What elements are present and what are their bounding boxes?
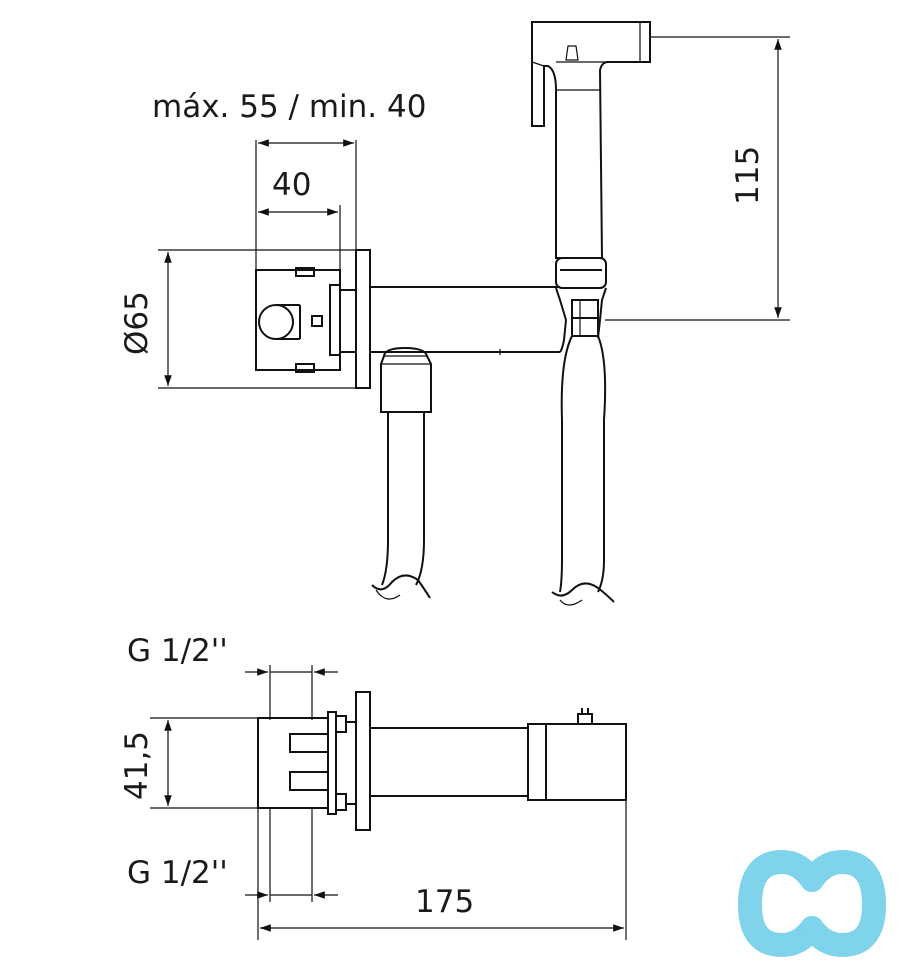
logo-left-loop <box>737 849 824 958</box>
depth-range-dimension: máx. 55 / min. 40 <box>152 89 426 270</box>
box-depth-dimension: 40 <box>258 167 341 290</box>
arm-top <box>370 727 528 797</box>
flange-diameter-dimension: Ø65 <box>119 249 362 389</box>
wall-flange <box>355 249 371 389</box>
concealed-box-top <box>257 711 356 815</box>
inlet-bottom-label: G 1/2'' <box>127 855 228 891</box>
flange-diameter-label: Ø65 <box>119 291 155 355</box>
total-length-label: 175 <box>415 884 474 920</box>
depth-range-label: máx. 55 / min. 40 <box>152 89 426 125</box>
box-width-label: 41,5 <box>119 731 155 800</box>
hose-right <box>551 335 615 606</box>
hose-left <box>371 412 431 600</box>
spray-height-label: 115 <box>730 146 766 205</box>
spray-height-dimension: 115 <box>605 36 790 321</box>
top-view: G 1/2'' 41,5 G 1/2'' 175 <box>119 633 627 940</box>
hand-spray <box>531 21 651 259</box>
total-length-dimension: 175 <box>257 800 627 940</box>
concealed-box <box>255 267 356 373</box>
wall-flange-top <box>355 691 371 831</box>
inlet-top-label: G 1/2'' <box>127 633 228 669</box>
arm <box>370 286 560 355</box>
logo-right-loop <box>800 849 887 958</box>
box-width-dimension: 41,5 <box>119 717 258 809</box>
inlet-bottom-dimension: G 1/2'' <box>127 808 338 902</box>
holder-top <box>527 708 627 801</box>
box-depth-label: 40 <box>272 167 311 203</box>
watermark-logo <box>737 849 887 958</box>
front-view: máx. 55 / min. 40 40 Ø65 115 <box>119 21 790 606</box>
hose-connector <box>380 346 432 413</box>
inlet-top-dimension: G 1/2'' <box>127 633 338 720</box>
